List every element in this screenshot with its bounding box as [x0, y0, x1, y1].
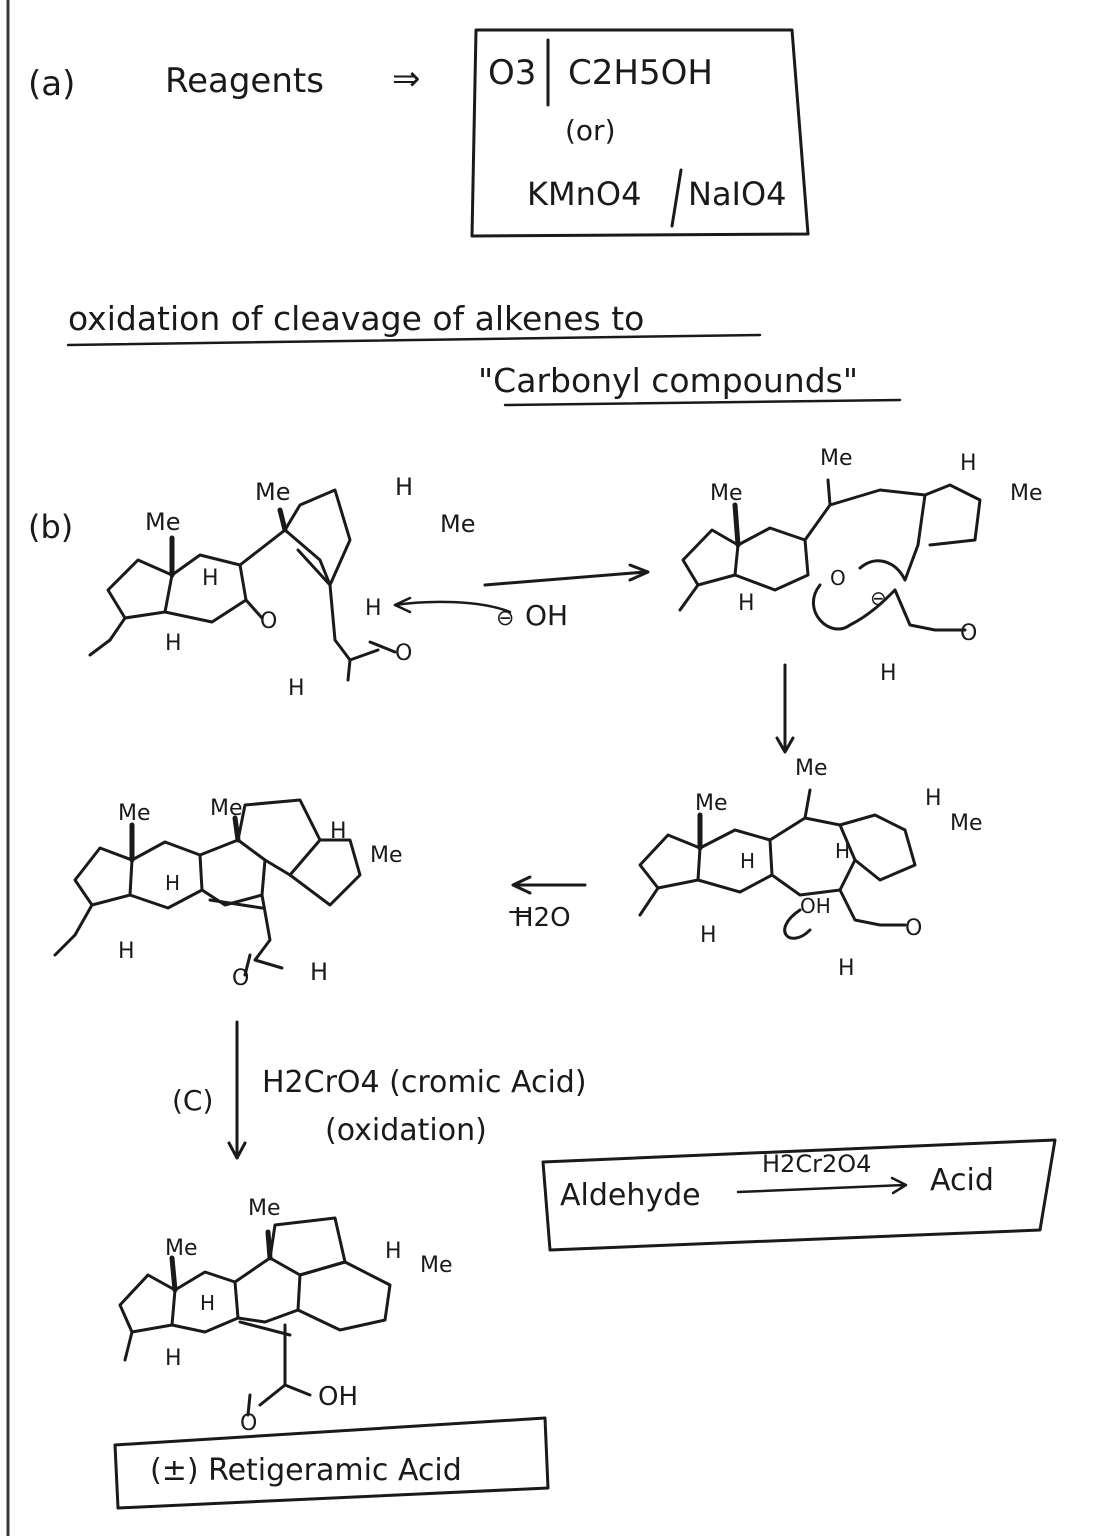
implies-arrow: ⇒: [392, 59, 421, 99]
enolate-charge: ⊖: [870, 586, 887, 610]
keto-aldehyde-aldehyde-h: H: [288, 676, 305, 701]
enal-me-2: Me: [210, 796, 243, 821]
enolate-h-1: H: [960, 451, 977, 476]
aldol-aldehyde-o: O: [905, 916, 922, 941]
aldol-h-4: H: [700, 923, 717, 948]
aldol-aldehyde-h: H: [838, 956, 855, 981]
summary-reagent: H2Cr2O4: [762, 1150, 871, 1178]
summary-aldehyde: Aldehyde: [560, 1178, 701, 1213]
enolate-me-3: Me: [1010, 481, 1043, 506]
description-line-1: oxidation of cleavage of alkenes to: [68, 299, 644, 338]
dehydration-label: H2O: [514, 903, 571, 933]
part-b-label: (b): [28, 508, 73, 546]
keto-aldehyde-me-3: Me: [440, 510, 475, 538]
hydroxide-label: OH: [525, 599, 568, 632]
oxidation-label: (oxidation): [325, 1113, 487, 1148]
reagents-label: Reagents: [165, 61, 324, 101]
product-h-1: H: [385, 1239, 402, 1264]
keto-aldehyde-h-2: H: [202, 566, 219, 591]
enolate-me-2: Me: [820, 446, 853, 471]
product-me-3: Me: [420, 1253, 453, 1278]
keto-aldehyde-me-2: Me: [255, 478, 290, 506]
aldol-h-1: H: [925, 786, 942, 811]
part-c: (C) H2CrO4 (cromic Acid) (oxidation) Ald…: [113, 1020, 1057, 1510]
product-name: (±) Retigeramic Acid: [150, 1453, 462, 1488]
enal-structure: [53, 798, 362, 977]
product-carbonyl-o: O: [240, 1411, 257, 1436]
proton-abstraction-arrow: [393, 600, 512, 614]
summary-arrow: [736, 1176, 908, 1195]
part-a: (a) Reagents ⇒ O3 C2H5OH (or) KMnO4 NaIO…: [28, 28, 902, 407]
summary-acid: Acid: [930, 1163, 994, 1198]
enal-h-2: H: [165, 871, 180, 895]
product-h-2: H: [200, 1291, 215, 1315]
product-h-3: H: [165, 1346, 182, 1371]
reagent-naio4: NaIO4: [688, 175, 787, 213]
enolate-aldehyde-o: O: [960, 621, 977, 646]
aldol-h-3: H: [835, 839, 850, 863]
reaction-arrow-4: [227, 1020, 247, 1160]
aldol-me-2: Me: [795, 756, 828, 781]
enolate-aldehyde-h: H: [880, 661, 897, 686]
proton-abstraction-arrowhead: [393, 596, 412, 614]
aldol-h-2: H: [740, 849, 755, 873]
enolate-structure: [678, 478, 982, 632]
reaction-arrow-1: [483, 563, 650, 587]
enal-h-3: H: [118, 939, 135, 964]
keto-aldehyde-h-alpha: H: [365, 596, 382, 621]
enolate-o: O: [830, 566, 846, 590]
keto-aldehyde-me-1: Me: [145, 508, 180, 536]
aldol-structure: [638, 788, 917, 940]
reagent-or: (or): [565, 114, 616, 147]
description-line-2: "Carbonyl compounds": [478, 361, 858, 400]
aldol-me-1: Me: [695, 791, 728, 816]
keto-aldehyde-h-1: H: [395, 473, 413, 501]
product-oh: OH: [318, 1382, 358, 1412]
enal-h-1: H: [330, 819, 347, 844]
reaction-arrow-2: [775, 663, 795, 754]
enal-me-1: Me: [118, 801, 151, 826]
keto-aldehyde-structure: [88, 488, 397, 682]
part-b: (b) Me Me H Me H O H H O H ⊖ OH: [28, 446, 1043, 991]
reagent-ethanol: C2H5OH: [568, 53, 713, 93]
part-c-label: (C): [172, 1084, 213, 1117]
enolate-h-2: H: [738, 591, 755, 616]
product-me-1: Me: [165, 1236, 198, 1261]
part-a-label: (a): [28, 64, 75, 104]
reagent-box: O3 C2H5OH (or) KMnO4 NaIO4: [470, 28, 810, 238]
keto-aldehyde-aldehyde-o: O: [395, 641, 412, 666]
aldol-me-3: Me: [950, 811, 983, 836]
retigeramic-acid-structure: [118, 1216, 392, 1417]
hydroxide-charge: ⊖: [496, 606, 514, 631]
product-me-2: Me: [248, 1196, 281, 1221]
keto-aldehyde-ketone-o: O: [260, 609, 277, 634]
enolate-me-1: Me: [710, 481, 743, 506]
reagent-ozone: O3: [488, 53, 536, 93]
aldehyde-to-acid-box: Aldehyde H2Cr2O4 Acid: [541, 1138, 1057, 1252]
aldol-oh: OH: [800, 894, 831, 918]
reagent-kmno4: KMnO4: [527, 175, 641, 213]
enal-me-3: Me: [370, 843, 403, 868]
product-name-box: (±) Retigeramic Acid: [113, 1416, 550, 1510]
chromic-acid-reagent: H2CrO4 (cromic Acid): [262, 1065, 587, 1100]
enal-aldehyde-o: O: [232, 966, 249, 991]
description-underline-2: [503, 398, 902, 407]
reaction-arrow-3: [511, 875, 587, 895]
keto-aldehyde-h-3: H: [165, 631, 182, 656]
description-underline-1: [66, 333, 762, 347]
enal-aldehyde-h: H: [310, 958, 328, 986]
